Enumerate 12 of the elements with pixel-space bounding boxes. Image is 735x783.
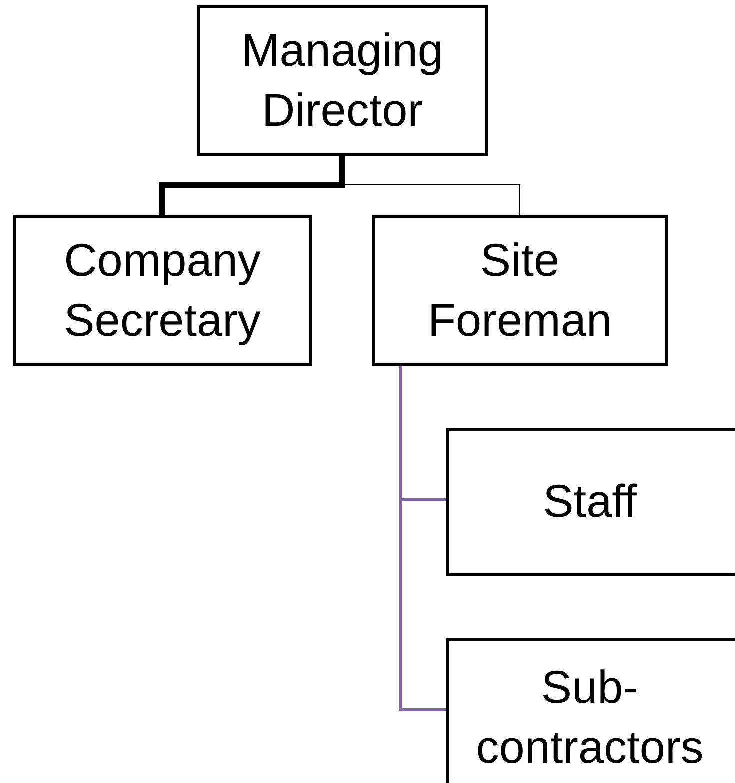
org-box bbox=[446, 428, 735, 576]
org-box bbox=[197, 5, 488, 156]
role-label: Managing Director bbox=[240, 22, 445, 138]
role-label: Company Secretary bbox=[63, 232, 262, 348]
connector-line bbox=[160, 156, 346, 215]
org-box bbox=[372, 215, 668, 366]
connector-line bbox=[400, 366, 446, 712]
role-label: Sub- contractors bbox=[475, 660, 705, 775]
org-box bbox=[13, 215, 312, 366]
role-label: Staff bbox=[543, 474, 637, 530]
role-label: Site Foreman bbox=[426, 232, 614, 348]
org-box bbox=[446, 638, 735, 783]
